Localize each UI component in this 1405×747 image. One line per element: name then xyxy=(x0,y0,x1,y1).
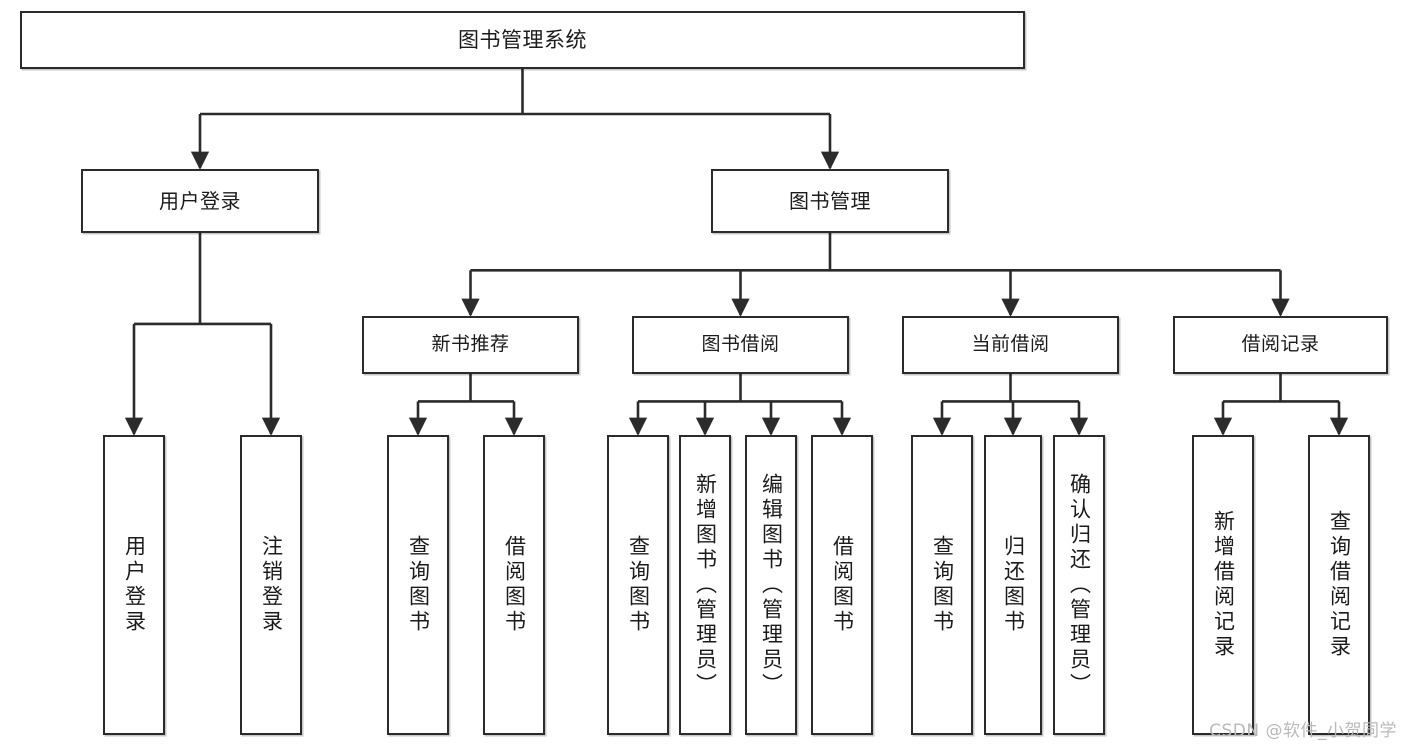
node-leaf-user-login[interactable]: 用户登录 xyxy=(103,435,165,735)
node-leaf-query-book-3[interactable]: 查询图书 xyxy=(911,435,973,735)
node-leaf-borrow-book-2[interactable]: 借阅图书 xyxy=(811,435,873,735)
node-leaf-borrow-book-2-label: 借阅图书 xyxy=(830,535,855,635)
node-leaf-query-book-3-label: 查询图书 xyxy=(930,535,955,635)
node-book-borrow[interactable]: 图书借阅 xyxy=(632,316,849,374)
node-leaf-query-book-1-label: 查询图书 xyxy=(406,535,431,635)
node-leaf-query-book-2-label: 查询图书 xyxy=(626,535,651,635)
node-book-management[interactable]: 图书管理 xyxy=(711,169,949,233)
node-leaf-add-borrow-record-label: 新增借阅记录 xyxy=(1211,510,1236,660)
node-book-management-label: 图书管理 xyxy=(789,188,871,213)
node-root[interactable]: 图书管理系统 xyxy=(20,11,1025,69)
node-leaf-user-login-label: 用户登录 xyxy=(122,535,147,635)
node-leaf-confirm-return[interactable]: 确认归还（管理员） xyxy=(1053,435,1105,735)
node-leaf-user-logout-label: 注销登录 xyxy=(259,535,284,635)
node-leaf-user-logout[interactable]: 注销登录 xyxy=(240,435,302,735)
node-leaf-query-book-2[interactable]: 查询图书 xyxy=(607,435,669,735)
node-book-borrow-label: 图书借阅 xyxy=(701,333,780,356)
node-leaf-add-book[interactable]: 新增图书（管理员） xyxy=(679,435,731,735)
node-new-book-recommend-label: 新书推荐 xyxy=(431,333,510,356)
node-current-borrow[interactable]: 当前借阅 xyxy=(902,316,1119,374)
node-borrow-record[interactable]: 借阅记录 xyxy=(1173,316,1388,374)
node-leaf-query-borrow-record[interactable]: 查询借阅记录 xyxy=(1308,435,1370,735)
node-leaf-query-borrow-record-label: 查询借阅记录 xyxy=(1327,510,1352,660)
node-leaf-query-book-1[interactable]: 查询图书 xyxy=(387,435,449,735)
node-leaf-edit-book-label: 编辑图书（管理员） xyxy=(759,472,784,698)
node-user-login-label: 用户登录 xyxy=(159,188,241,213)
node-leaf-borrow-book-1[interactable]: 借阅图书 xyxy=(483,435,545,735)
node-leaf-add-book-label: 新增图书（管理员） xyxy=(693,472,718,698)
node-leaf-add-borrow-record[interactable]: 新增借阅记录 xyxy=(1192,435,1254,735)
node-borrow-record-label: 借阅记录 xyxy=(1241,333,1320,356)
node-leaf-return-book-label: 归还图书 xyxy=(1001,535,1026,635)
node-leaf-return-book[interactable]: 归还图书 xyxy=(984,435,1042,735)
node-leaf-edit-book[interactable]: 编辑图书（管理员） xyxy=(745,435,797,735)
node-user-login[interactable]: 用户登录 xyxy=(81,169,319,233)
node-leaf-borrow-book-1-label: 借阅图书 xyxy=(502,535,527,635)
node-root-label: 图书管理系统 xyxy=(458,27,587,52)
node-current-borrow-label: 当前借阅 xyxy=(971,333,1050,356)
node-leaf-confirm-return-label: 确认归还（管理员） xyxy=(1067,472,1092,698)
node-new-book-recommend[interactable]: 新书推荐 xyxy=(362,316,579,374)
